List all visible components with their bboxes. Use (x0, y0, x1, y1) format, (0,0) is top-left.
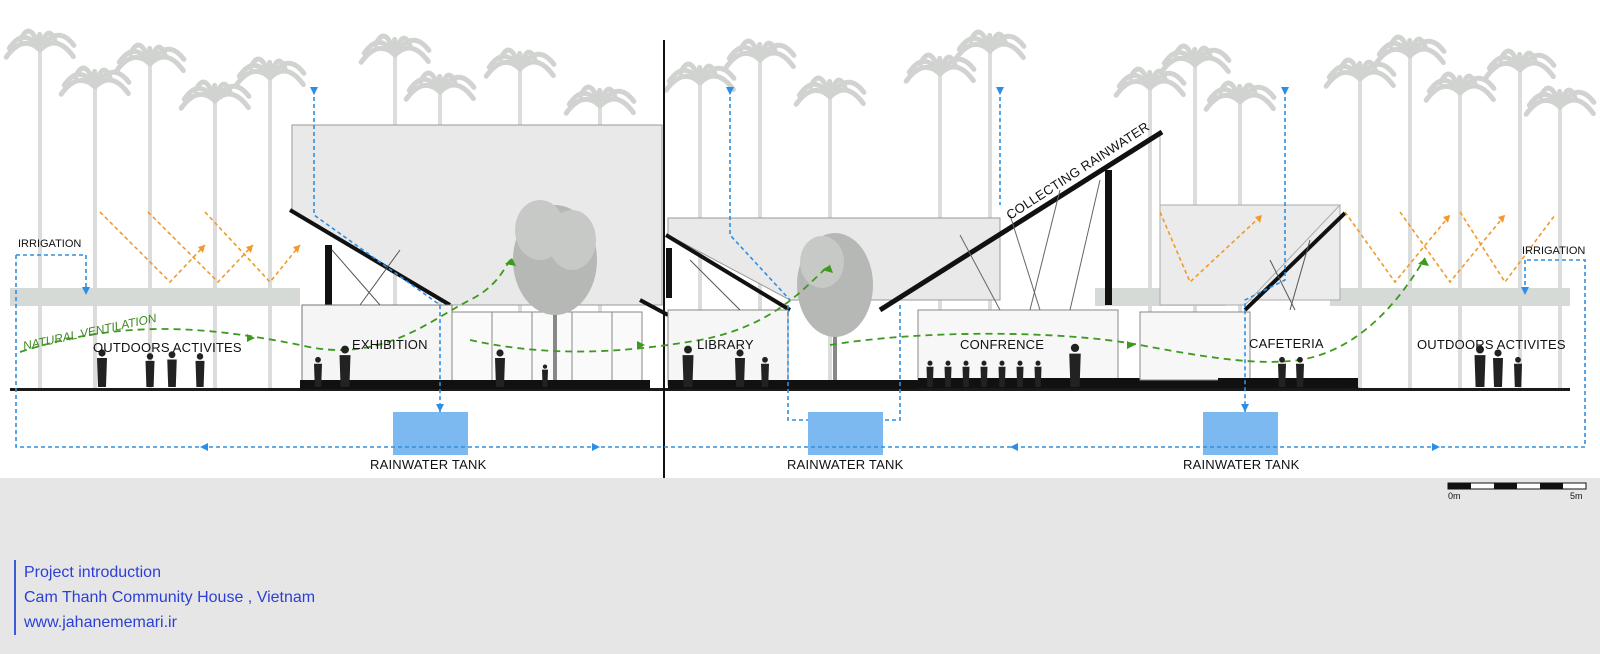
sun-reflection-arrows (99, 211, 1556, 284)
caption-title: Project introduction (24, 564, 161, 581)
sun-arrowheads (198, 215, 1505, 253)
rainwater-flow-lines (15, 90, 1586, 448)
exhibition-label: EXHIBITION (352, 337, 428, 352)
rainwater-tank-1 (393, 412, 468, 455)
people-silhouettes (97, 343, 1522, 387)
caption-project: Cam Thanh Community House , Vietnam (24, 589, 316, 606)
irrigation-right-label: IRRIGATION (1522, 245, 1585, 257)
courtyard-tree-left (513, 200, 597, 380)
caption-block: Project introduction Cam Thanh Community… (14, 560, 315, 635)
rainwater-tank-2 (808, 412, 883, 455)
irrigation-left-label: IRRIGATION (18, 238, 81, 250)
library-label: LIBRARY (697, 337, 754, 352)
ground-line (10, 388, 1570, 391)
rainwater-tank-1-label: RAINWATER TANK (370, 457, 487, 472)
rainwater-arrowheads (82, 87, 1529, 451)
outdoor-activities-right-label: OUTDOORS ACTIVITES (1417, 337, 1566, 352)
scale-start-label: 0m (1448, 491, 1461, 501)
ventilation-arrowheads (247, 258, 1429, 349)
hedge (10, 288, 1570, 306)
scale-bar: 0m 5m (1447, 482, 1587, 501)
courtyard-tree-right (797, 233, 873, 380)
ventilation-flow (19, 257, 1426, 363)
caption-website[interactable]: www.jahanememari.ir (24, 614, 177, 631)
rainwater-tank-3-label: RAINWATER TANK (1183, 457, 1300, 472)
scale-end-label: 5m (1570, 491, 1583, 501)
rainwater-tank-2-label: RAINWATER TANK (787, 457, 904, 472)
palm-trees-background (3, 28, 1597, 388)
outdoor-activities-left-label: OUTDOORS ACTIVITES (93, 340, 242, 355)
rainwater-tank-3 (1203, 412, 1278, 455)
cafeteria-label: CAFETERIA (1249, 336, 1324, 351)
conference-label: CONFRENCE (960, 337, 1044, 352)
